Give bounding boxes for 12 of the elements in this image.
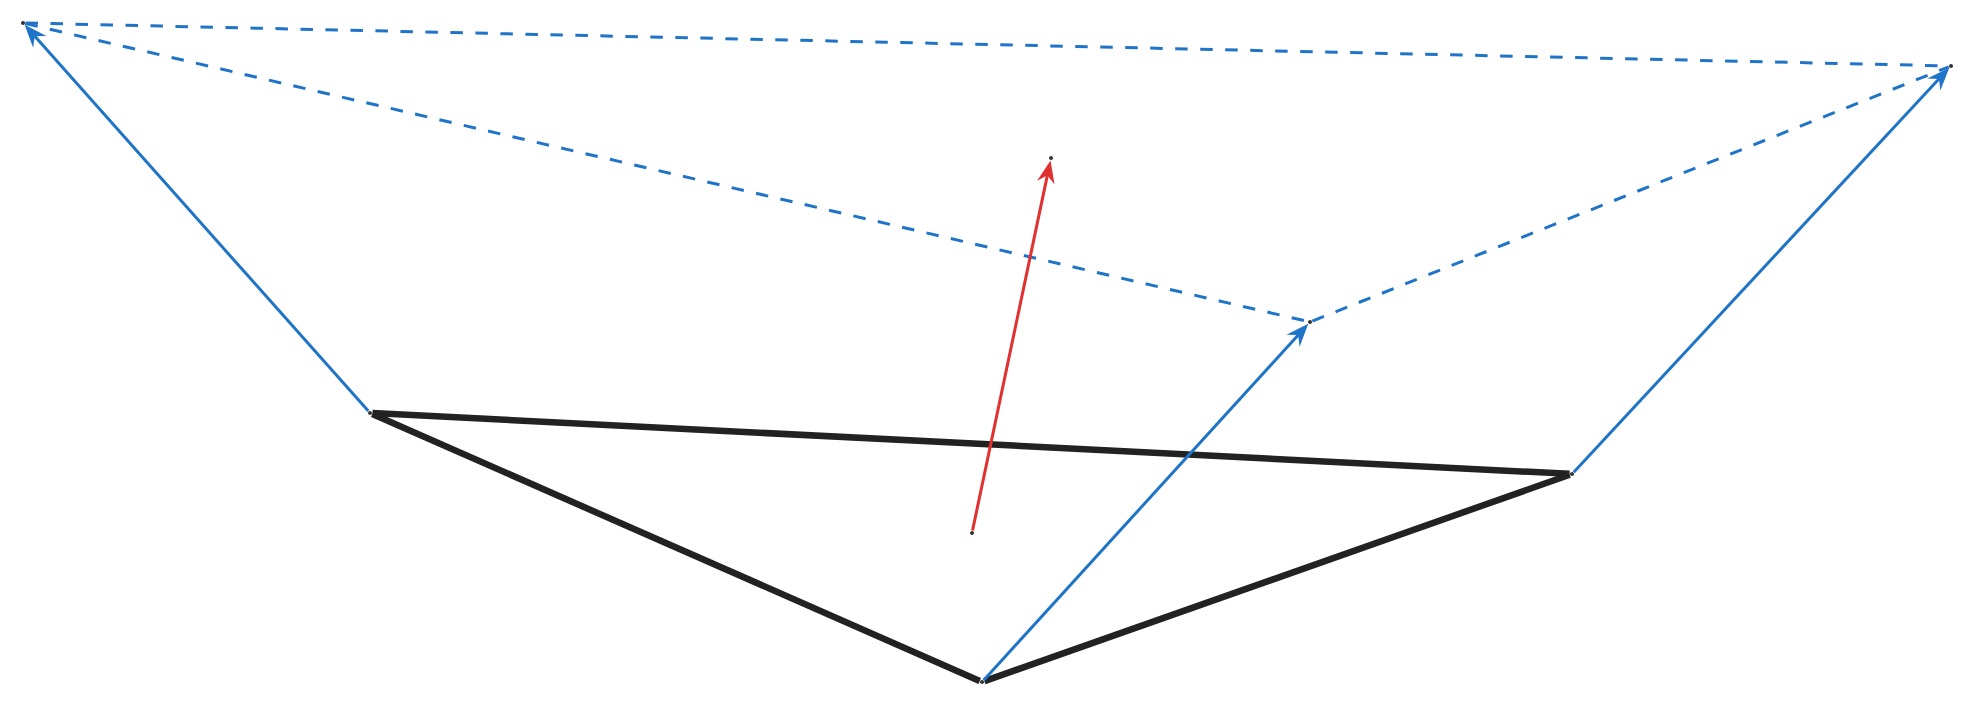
- vertex-point: [1570, 472, 1574, 476]
- vertex-point: [368, 411, 372, 415]
- vertex-point: [1049, 156, 1053, 160]
- triangle-edge: [371, 411, 982, 684]
- triangle-edge: [983, 471, 1571, 685]
- vertex-point: [970, 531, 974, 535]
- vertex-point: [980, 680, 984, 684]
- vertex-point: [1308, 320, 1312, 324]
- vertex-point: [21, 21, 25, 25]
- vertex-point: [1949, 64, 1954, 68]
- dashed-line: [1311, 65, 1950, 323]
- triangle-edge: [372, 409, 1570, 478]
